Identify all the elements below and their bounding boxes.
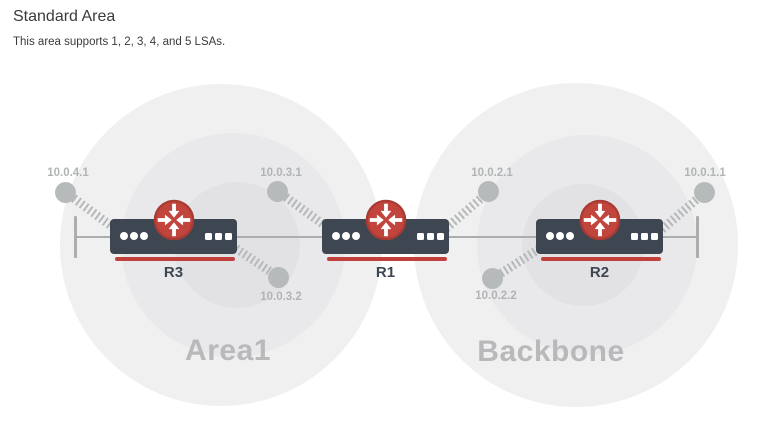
right-segment-terminator bbox=[696, 216, 699, 258]
router-label: R1 bbox=[375, 264, 396, 281]
router-accent-underline bbox=[115, 256, 235, 261]
router-r2: R2 bbox=[536, 199, 663, 281]
ip-label: 10.0.3.2 bbox=[260, 291, 302, 303]
backbone-label: Backbone bbox=[477, 335, 625, 368]
router-icon bbox=[365, 199, 406, 241]
page-title: Standard Area bbox=[13, 8, 116, 25]
endpoint-dot-icon bbox=[482, 268, 503, 289]
router-port-dots-icon bbox=[546, 232, 574, 240]
router-port-squares-icon bbox=[631, 233, 658, 240]
router-accent-underline bbox=[327, 256, 447, 261]
ip-label: 10.0.1.1 bbox=[684, 167, 726, 179]
endpoint-dot-icon bbox=[694, 182, 715, 203]
area1-label: Area1 bbox=[185, 334, 271, 367]
router-r1: R1 bbox=[322, 199, 449, 281]
router-accent-underline bbox=[541, 256, 661, 261]
ip-label: 10.0.2.2 bbox=[475, 290, 517, 302]
endpoint-dot-icon bbox=[478, 181, 499, 202]
router-port-squares-icon bbox=[205, 233, 232, 240]
router-label: R2 bbox=[589, 264, 610, 281]
ip-label: 10.0.3.1 bbox=[260, 167, 302, 179]
page-subtitle: This area supports 1, 2, 3, 4, and 5 LSA… bbox=[13, 36, 226, 48]
router-port-dots-icon bbox=[332, 232, 360, 240]
router-icon bbox=[579, 199, 620, 241]
endpoint-dot-icon bbox=[268, 267, 289, 288]
router-icon bbox=[153, 199, 194, 241]
left-segment-terminator bbox=[74, 216, 77, 258]
router-r3: R3 bbox=[110, 199, 237, 281]
endpoint-dot-icon bbox=[267, 181, 288, 202]
router-port-squares-icon bbox=[417, 233, 444, 240]
router-port-dots-icon bbox=[120, 232, 148, 240]
router-label: R3 bbox=[163, 264, 184, 281]
ip-label: 10.0.2.1 bbox=[471, 167, 513, 179]
ip-label: 10.0.4.1 bbox=[47, 167, 89, 179]
endpoint-dot-icon bbox=[55, 182, 76, 203]
